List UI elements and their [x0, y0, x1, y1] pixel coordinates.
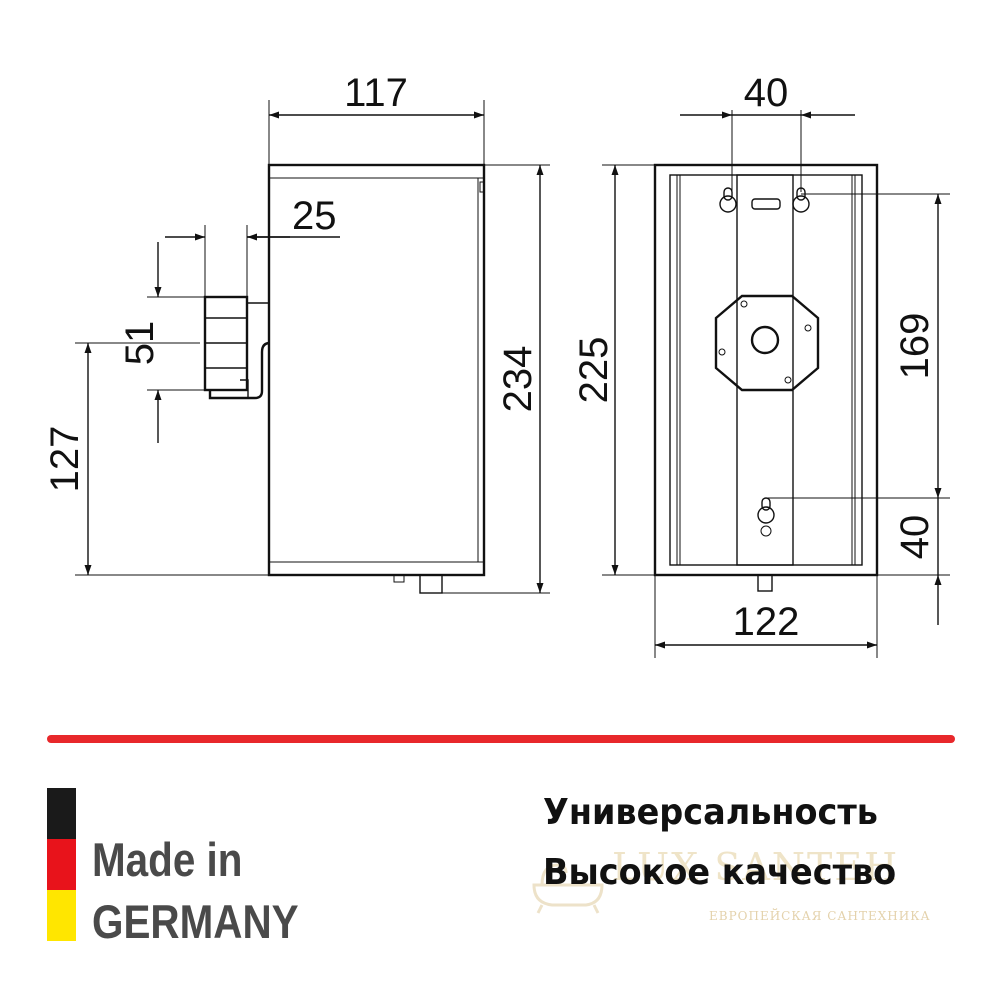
german-flag-icon: [47, 788, 76, 941]
red-divider: [47, 735, 955, 743]
keyhole-bottom-icon: [757, 497, 775, 537]
dim-hole-spacing: 40: [744, 71, 789, 115]
feature-universality: Универсальность: [543, 792, 878, 833]
side-wall-box: [203, 295, 271, 400]
side-view: 117 25 51 127 234: [43, 71, 550, 594]
made-in-country: GERMANY: [92, 895, 299, 948]
dim-hole-vertical: 169: [893, 313, 937, 380]
back-body: [653, 163, 879, 577]
dim-mount-depth: 25: [292, 194, 337, 238]
technical-drawing: 117 25 51 127 234: [43, 71, 950, 658]
feature-high-quality: Высокое качество: [543, 852, 897, 893]
made-in-label: Made in: [92, 833, 243, 886]
watermark-tagline: ЕВРОПЕЙСКАЯ САНТЕХНИКА: [709, 909, 931, 923]
flag-stripe-black: [47, 788, 76, 839]
flag-stripe-red: [47, 839, 76, 890]
dim-front-height: 225: [572, 337, 616, 404]
dim-front-width: 122: [733, 600, 800, 644]
dim-side-width: 117: [344, 71, 408, 115]
side-body: [267, 163, 486, 577]
back-view: 40 225 169 40 122: [572, 71, 950, 658]
flag-stripe-gold: [47, 890, 76, 941]
mounting-plate: [736, 174, 794, 566]
watermark-brand: LUX SANTEH: [612, 845, 900, 889]
dim-side-height: 234: [496, 346, 540, 413]
keyhole-left-icon: [719, 187, 737, 213]
side-pipe-fitting: [419, 574, 443, 594]
bathtub-icon: [532, 863, 604, 914]
dim-pipe-height: 127: [43, 426, 87, 493]
terminal-plate: [714, 294, 820, 392]
dim-bottom-hole: 40: [893, 515, 937, 560]
